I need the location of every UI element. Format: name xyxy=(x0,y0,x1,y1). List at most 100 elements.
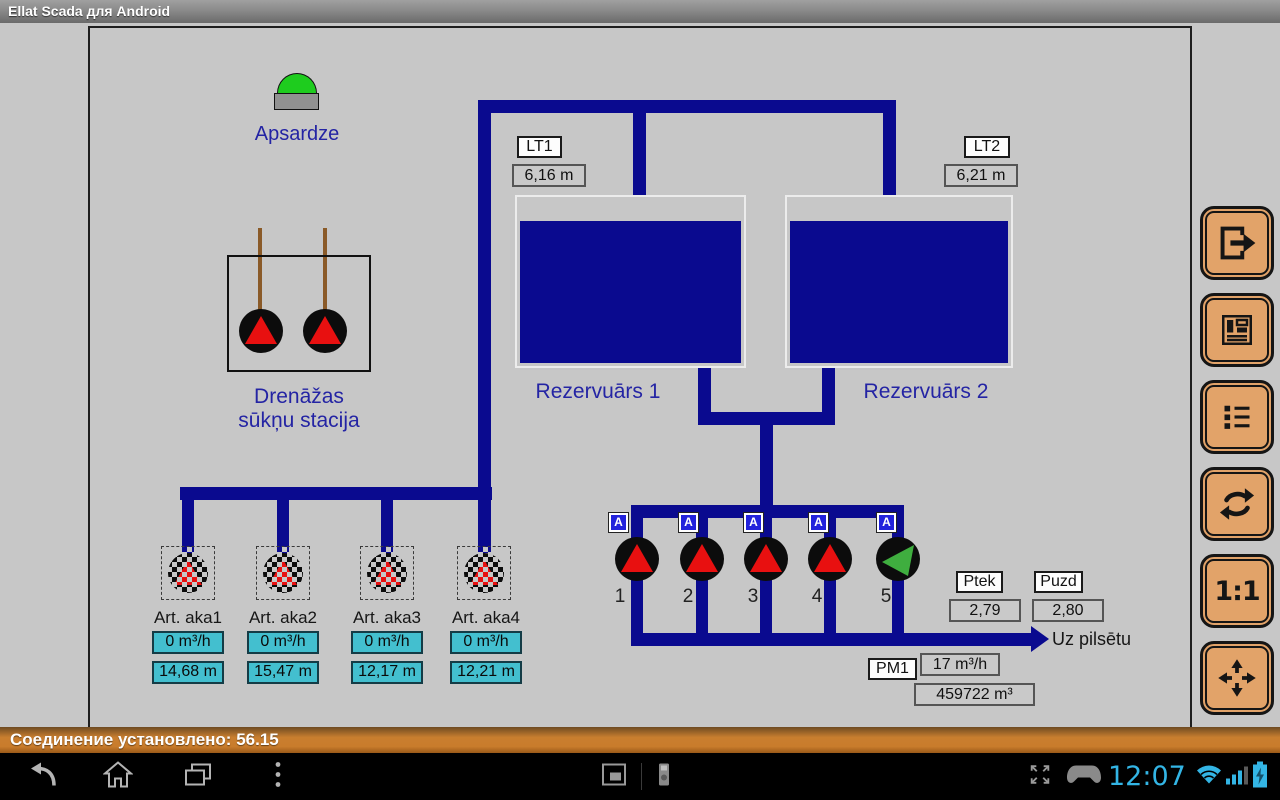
exit-button[interactable] xyxy=(1200,206,1274,280)
pump-3-number: 3 xyxy=(747,586,759,607)
home-icon xyxy=(102,760,134,787)
well-3-pump-icon[interactable] xyxy=(360,546,414,600)
pipe-reservoir1-outlet xyxy=(698,368,711,425)
canvas-border-top xyxy=(88,26,1192,28)
well-2-pump-icon[interactable] xyxy=(256,546,310,600)
pump-1-icon[interactable] xyxy=(615,537,659,581)
well-1-pump-icon[interactable] xyxy=(161,546,215,600)
drainage-rod-2 xyxy=(323,228,327,331)
security-lamp-base xyxy=(274,93,319,110)
drainage-station-label: Drenāžas sūkņu stacija xyxy=(238,385,360,432)
recents-icon xyxy=(185,763,211,785)
well-1-flow-value[interactable]: 0 m³/h xyxy=(152,631,224,654)
drainage-pump-1-icon[interactable] xyxy=(239,309,283,353)
flowmeter-flow-value[interactable]: 17 m³/h xyxy=(920,653,1000,676)
sensor-lt2-value[interactable]: 6,21 m xyxy=(944,164,1018,187)
drainage-pump-2-icon[interactable] xyxy=(303,309,347,353)
pipe-well3 xyxy=(381,487,393,555)
canvas-border-left xyxy=(88,26,90,727)
pipe-well2 xyxy=(277,487,289,555)
pipe-top-header xyxy=(478,100,896,113)
well-2-level-value[interactable]: 15,47 m xyxy=(247,661,319,684)
sensor-lt1-label: LT1 xyxy=(517,136,562,158)
pan-icon xyxy=(1218,659,1256,697)
sensor-lt1-value[interactable]: 6,16 m xyxy=(512,164,586,187)
screenshot-notification-icon[interactable] xyxy=(601,761,627,792)
connection-status: Соединение установлено: 56.15 xyxy=(0,727,1280,753)
gamepad-icon[interactable] xyxy=(1066,763,1102,790)
output-arrow-icon xyxy=(1031,626,1049,652)
pump-5-number: 5 xyxy=(880,586,892,607)
home-button[interactable] xyxy=(102,759,134,794)
report-view-button[interactable] xyxy=(1200,293,1274,367)
one-to-one-label: 1:1 xyxy=(1214,575,1260,607)
pipe-well1 xyxy=(182,487,194,555)
back-button[interactable] xyxy=(28,759,58,794)
pump-1-mode-badge[interactable]: A xyxy=(608,512,629,533)
pipe-left-riser xyxy=(478,100,491,553)
well-4-level-value[interactable]: 12,21 m xyxy=(450,661,522,684)
pump-3-mode-badge[interactable]: A xyxy=(743,512,764,533)
well-1-name: Art. aka1 xyxy=(153,608,223,627)
pump-4-mode-badge[interactable]: A xyxy=(808,512,829,533)
canvas-border-right xyxy=(1190,26,1192,727)
drainage-station-box xyxy=(227,255,371,372)
exit-icon xyxy=(1220,226,1256,260)
list-view-button[interactable] xyxy=(1200,380,1274,454)
notification-separator xyxy=(641,763,642,790)
pump-5-icon[interactable] xyxy=(876,537,920,581)
security-lamp-icon xyxy=(277,73,317,94)
pressure-ptek-label: Ptek xyxy=(956,571,1003,593)
refresh-icon xyxy=(1219,488,1255,520)
pressure-ptek-value[interactable]: 2,79 xyxy=(949,599,1021,622)
zoom-one-to-one-button[interactable]: 1:1 xyxy=(1200,554,1274,628)
well-2-flow-value[interactable]: 0 m³/h xyxy=(247,631,319,654)
refresh-button[interactable] xyxy=(1200,467,1274,541)
drainage-rod-1 xyxy=(258,228,262,331)
well-3-flow-value[interactable]: 0 m³/h xyxy=(351,631,423,654)
device-notification-icon[interactable] xyxy=(656,761,672,792)
pump-4-icon[interactable] xyxy=(808,537,852,581)
flowmeter-pm1-label: PM1 xyxy=(868,658,917,680)
pump-4-number: 4 xyxy=(811,586,823,607)
pressure-puzd-label: Puzd xyxy=(1034,571,1083,593)
pump-3-icon[interactable] xyxy=(744,537,788,581)
reservoir-2[interactable] xyxy=(785,195,1013,368)
pipe-reservoir2-inlet xyxy=(883,100,896,197)
pump-1-number: 1 xyxy=(614,586,626,607)
reservoir-1[interactable] xyxy=(515,195,746,368)
well-1-level-value[interactable]: 14,68 m xyxy=(152,661,224,684)
security-label: Apsardze xyxy=(254,123,340,145)
menu-button[interactable] xyxy=(274,759,282,794)
sensor-lt2-label: LT2 xyxy=(964,136,1010,158)
reservoir-2-fill xyxy=(790,221,1008,363)
back-icon xyxy=(31,762,56,786)
menu-dots-icon xyxy=(275,761,281,787)
scada-canvas[interactable]: Apsardze Drenāžas sūkņu stacija LT1 6,16… xyxy=(0,23,1280,727)
battery-charging-icon xyxy=(1252,760,1268,793)
pipe-wells-header xyxy=(180,487,492,500)
pump-5-mode-badge[interactable]: A xyxy=(876,512,897,533)
wifi-icon xyxy=(1196,764,1222,789)
app-title: Ellat Scada для Android xyxy=(0,0,1280,23)
well-3-level-value[interactable]: 12,17 m xyxy=(351,661,423,684)
pump-2-icon[interactable] xyxy=(680,537,724,581)
well-4-flow-value[interactable]: 0 m³/h xyxy=(450,631,522,654)
pump-2-number: 2 xyxy=(682,586,694,607)
clock: 12:07 xyxy=(1108,761,1186,792)
recents-button[interactable] xyxy=(183,759,213,794)
android-navbar: 12:07 xyxy=(0,753,1280,800)
pump-2-mode-badge[interactable]: A xyxy=(678,512,699,533)
pipe-output-main xyxy=(631,633,1031,646)
well-4-pump-icon[interactable] xyxy=(457,546,511,600)
fullscreen-icon[interactable] xyxy=(1028,762,1052,791)
well-3-name: Art. aka3 xyxy=(352,608,422,627)
pressure-puzd-value[interactable]: 2,80 xyxy=(1032,599,1104,622)
well-2-name: Art. aka2 xyxy=(248,608,318,627)
pan-button[interactable] xyxy=(1200,641,1274,715)
pipe-reservoir1-inlet xyxy=(633,100,646,197)
output-label: Uz pilsētu xyxy=(1052,629,1132,649)
signal-strength-icon xyxy=(1226,764,1250,789)
flowmeter-total-value[interactable]: 459722 m³ xyxy=(914,683,1035,706)
